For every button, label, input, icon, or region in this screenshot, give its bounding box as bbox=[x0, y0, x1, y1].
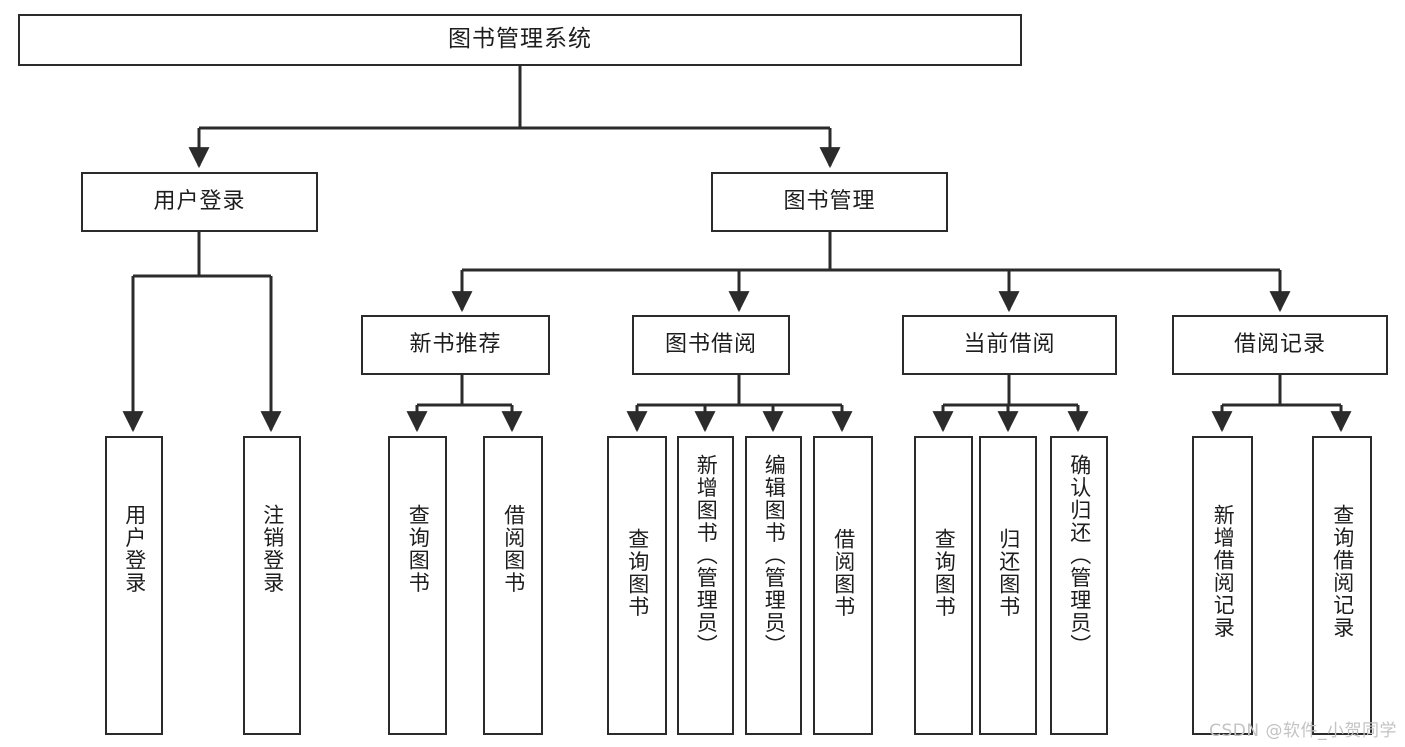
node-leaf-new-book-query-book[interactable]: 查询图书 bbox=[388, 436, 447, 735]
node-leaf-book-borrow-query-book[interactable]: 查询图书 bbox=[607, 436, 667, 735]
node-label: 确认归还（管理员） bbox=[1067, 454, 1092, 657]
node-leaf-user-login-login[interactable]: 用户登录 bbox=[105, 436, 163, 735]
node-leaf-current-borrow-confirm-return-admin[interactable]: 确认归还（管理员） bbox=[1050, 436, 1108, 735]
node-book-management[interactable]: 图书管理 bbox=[711, 172, 948, 232]
node-label: 用户登录 bbox=[153, 188, 246, 214]
csdn-watermark: CSDN @软件_小贺同学 bbox=[1209, 721, 1397, 741]
node-label: 当前借阅 bbox=[963, 331, 1056, 357]
node-label: 归还图书 bbox=[996, 528, 1021, 618]
node-leaf-new-book-borrow-book[interactable]: 借阅图书 bbox=[483, 436, 543, 735]
node-label: 编辑图书（管理员） bbox=[762, 454, 787, 657]
node-root-book-management-system[interactable]: 图书管理系统 bbox=[18, 14, 1022, 66]
node-label: 用户登录 bbox=[122, 504, 147, 594]
node-current-borrow[interactable]: 当前借阅 bbox=[902, 315, 1117, 375]
node-book-borrow[interactable]: 图书借阅 bbox=[632, 315, 790, 375]
node-leaf-current-borrow-return-book[interactable]: 归还图书 bbox=[979, 436, 1037, 735]
node-label: 注销登录 bbox=[260, 504, 285, 594]
node-leaf-user-login-logout[interactable]: 注销登录 bbox=[243, 436, 301, 735]
node-label: 查询图书 bbox=[625, 528, 650, 618]
node-leaf-book-borrow-borrow-book[interactable]: 借阅图书 bbox=[813, 436, 873, 735]
node-new-book-recommend[interactable]: 新书推荐 bbox=[361, 315, 550, 375]
node-leaf-book-borrow-add-book-admin[interactable]: 新增图书（管理员） bbox=[677, 436, 734, 735]
node-borrow-record[interactable]: 借阅记录 bbox=[1172, 315, 1388, 375]
node-label: 图书管理系统 bbox=[448, 26, 592, 53]
node-label: 查询借阅记录 bbox=[1330, 504, 1355, 639]
node-label: 新增图书（管理员） bbox=[694, 454, 719, 657]
node-label: 图书管理 bbox=[783, 188, 876, 214]
node-label: 借阅记录 bbox=[1233, 331, 1326, 357]
node-leaf-current-borrow-query-book[interactable]: 查询图书 bbox=[914, 436, 973, 735]
node-label: 查询图书 bbox=[406, 504, 431, 594]
node-label: 新增借阅记录 bbox=[1211, 504, 1236, 639]
node-user-login[interactable]: 用户登录 bbox=[81, 172, 318, 232]
node-label: 新书推荐 bbox=[409, 331, 502, 357]
node-leaf-book-borrow-edit-book-admin[interactable]: 编辑图书（管理员） bbox=[745, 436, 802, 735]
node-label: 查询图书 bbox=[932, 528, 957, 618]
node-label: 借阅图书 bbox=[501, 504, 526, 594]
node-label: 图书借阅 bbox=[664, 331, 757, 357]
node-leaf-borrow-record-add-record[interactable]: 新增借阅记录 bbox=[1192, 436, 1253, 735]
node-label: 借阅图书 bbox=[831, 528, 856, 618]
node-leaf-borrow-record-query-record[interactable]: 查询借阅记录 bbox=[1312, 436, 1372, 735]
